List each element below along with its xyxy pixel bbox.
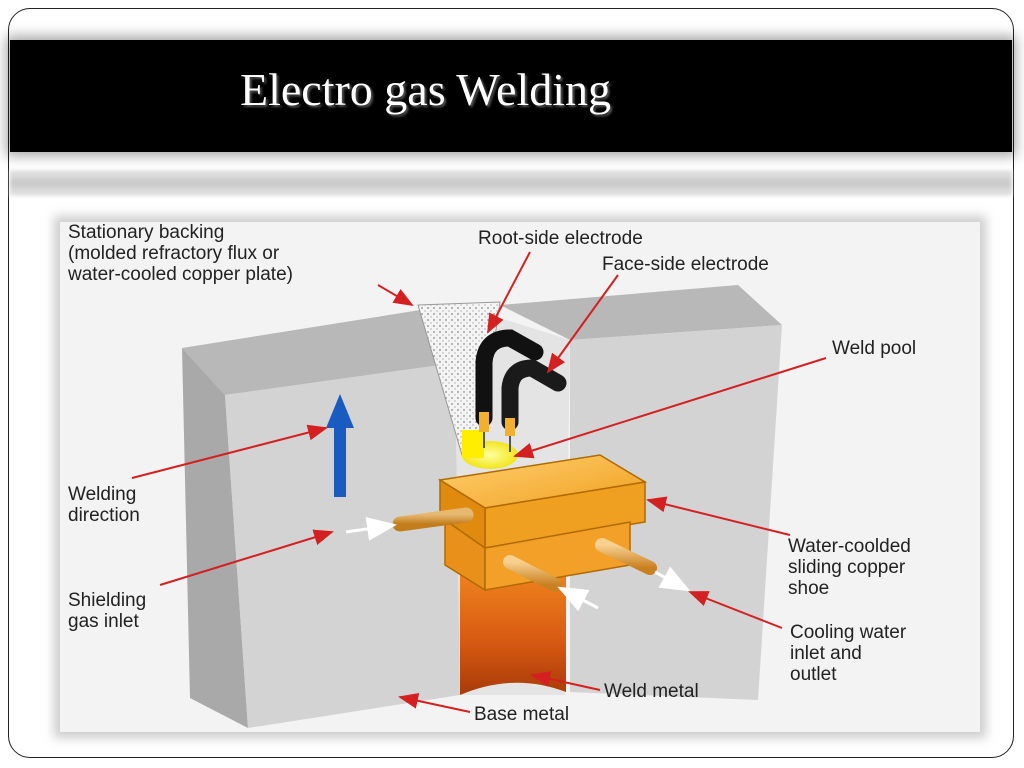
- cooling-water-pipe-in: [503, 555, 562, 592]
- label-cooling-water-line1: Cooling water: [790, 622, 907, 643]
- slide-title: Electro gas Welding: [240, 64, 612, 115]
- label-stationary-backing-line2: (molded refractory flux or: [68, 243, 280, 264]
- label-water-cooled-shoe-line3: shoe: [788, 578, 829, 599]
- label-shielding-gas-inlet-line1: Shielding: [68, 590, 146, 611]
- label-weld-metal: Weld metal: [604, 681, 699, 702]
- water-outlet-arrow: [654, 566, 691, 592]
- label-face-side-electrode: Face-side electrode: [602, 254, 769, 275]
- label-weld-pool: Weld pool: [832, 338, 916, 359]
- label-shielding-gas-inlet: Shielding gas inlet: [68, 590, 151, 632]
- label-water-cooled-shoe: Water-coolded sliding copper shoe: [788, 536, 916, 599]
- electro-gas-welding-diagram: Stationary backing (molded refractory fl…: [67, 222, 916, 728]
- leader-lines: [131, 251, 827, 713]
- label-stationary-backing: Stationary backing (molded refractory fl…: [67, 222, 293, 285]
- label-stationary-backing-line1: Stationary backing: [68, 222, 224, 243]
- weld-metal: [460, 560, 566, 695]
- label-base-metal: Base metal: [474, 704, 569, 725]
- gas-flow-arrow: [345, 517, 397, 541]
- face-side-electrode: [501, 359, 567, 452]
- welding-direction-arrow: [326, 394, 354, 497]
- left-base-plate: [182, 310, 460, 728]
- label-cooling-water-line3: outlet: [790, 664, 837, 685]
- label-stationary-backing-line3: water-cooled copper plate): [67, 264, 293, 285]
- root-side-electrode: [475, 329, 544, 448]
- label-water-cooled-shoe-line1: Water-coolded: [788, 536, 911, 557]
- label-cooling-water-line2: inlet and: [790, 643, 862, 664]
- water-inlet-arrow: [557, 586, 599, 612]
- title-bar: [10, 40, 1012, 152]
- label-shielding-gas-inlet-line2: gas inlet: [68, 611, 139, 632]
- label-welding-direction-line2: direction: [68, 505, 140, 526]
- label-water-cooled-shoe-line2: sliding copper: [788, 557, 906, 578]
- cooling-water-pipe-out: [595, 538, 657, 575]
- divider-bar: [10, 170, 1012, 196]
- diagram-figure: Stationary backing (molded refractory fl…: [60, 222, 980, 732]
- label-root-side-electrode: Root-side electrode: [478, 228, 643, 249]
- shielding-gas-pipe: [392, 507, 474, 532]
- label-welding-direction: Welding direction: [68, 484, 142, 526]
- label-welding-direction-line1: Welding: [68, 484, 136, 505]
- label-cooling-water: Cooling water inlet and outlet: [790, 622, 911, 685]
